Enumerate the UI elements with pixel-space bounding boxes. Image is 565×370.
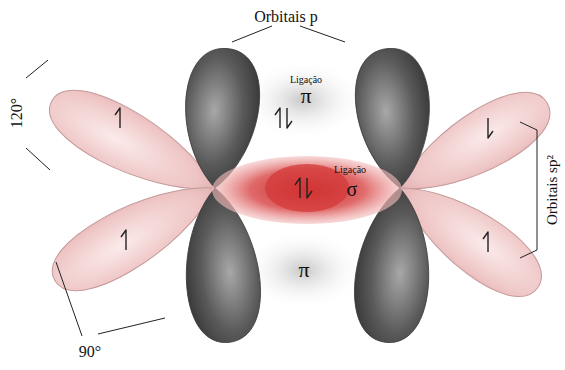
label: π [298, 259, 309, 281]
label: Orbitais p [254, 9, 318, 25]
label: 90° [79, 344, 101, 360]
spin-up [115, 108, 120, 128]
label: σ [347, 179, 358, 199]
p-lobes [178, 45, 436, 345]
spin-down [307, 178, 312, 198]
bracket-line [232, 26, 272, 42]
spin-up [295, 178, 300, 198]
label: 120° [9, 98, 25, 128]
bracket-line [98, 318, 165, 334]
bond-caption: Ligação [290, 75, 322, 85]
spin-up [121, 230, 126, 250]
spin-up [483, 232, 488, 252]
spin-up [275, 108, 280, 128]
sp2-lobes [38, 75, 563, 313]
bond-caption: Ligação [334, 165, 366, 175]
label: Orbitais sp² [545, 155, 560, 225]
bracket-line [56, 262, 82, 336]
bracket-line [520, 122, 537, 258]
sigma-bond [212, 156, 402, 224]
spin-down [287, 108, 292, 128]
bracket-line [26, 148, 50, 170]
electron-spins [115, 108, 493, 252]
label: π [300, 85, 311, 107]
bracket-line [26, 60, 48, 78]
bracket-line [300, 26, 345, 42]
brackets [26, 26, 537, 336]
spin-down [488, 118, 493, 138]
